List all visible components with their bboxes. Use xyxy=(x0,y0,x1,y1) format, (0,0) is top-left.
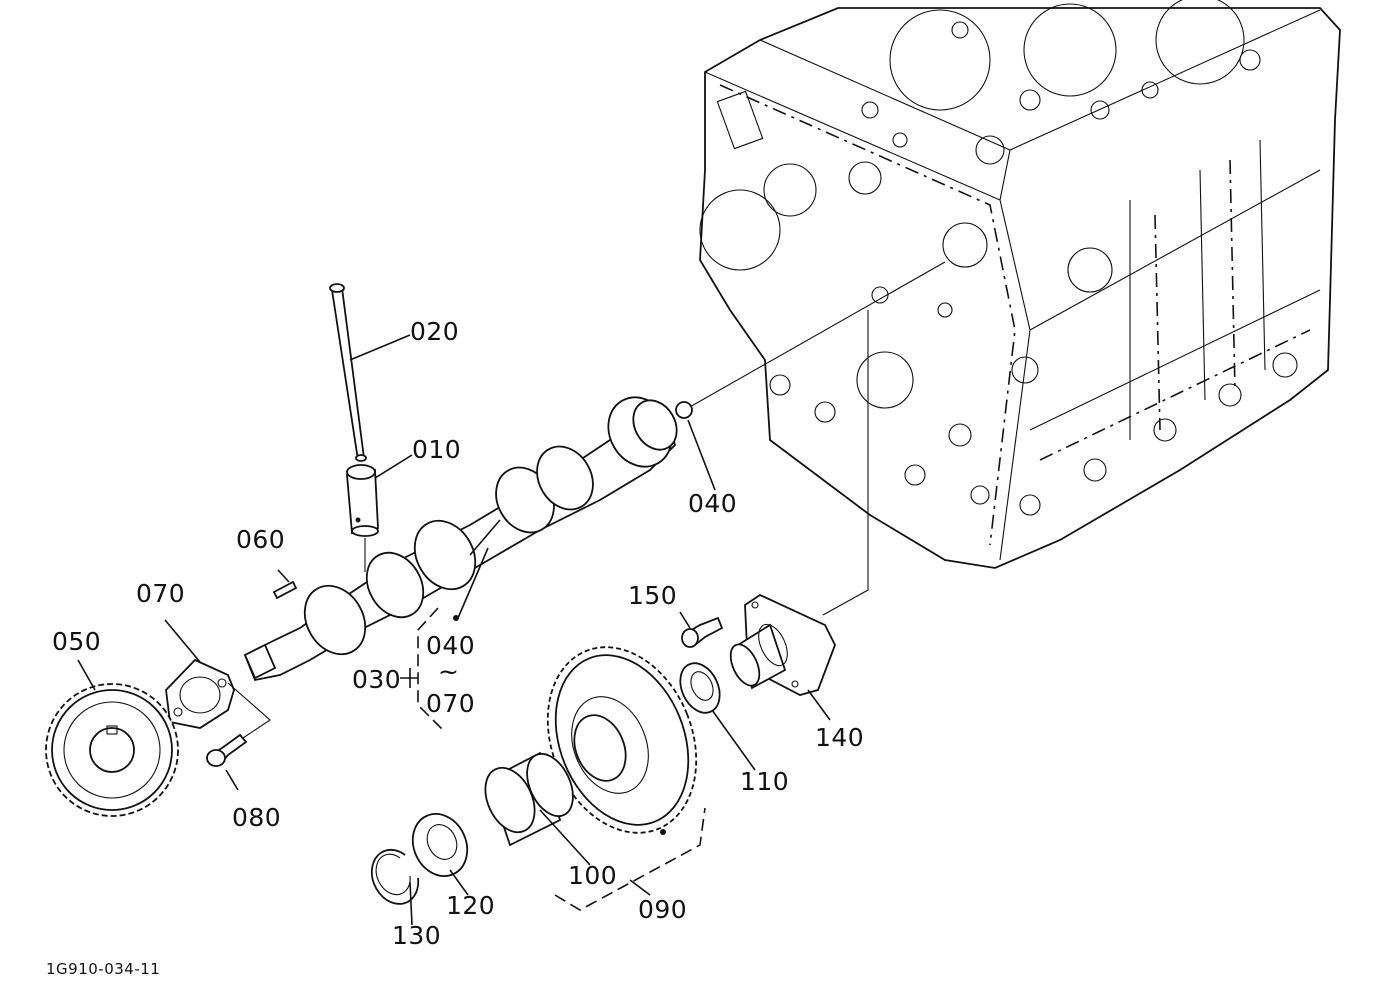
label-120: 120 xyxy=(446,891,495,920)
tappet xyxy=(346,454,413,572)
label-110: 110 xyxy=(740,767,789,796)
label-range-start: 040 xyxy=(426,631,475,660)
idle-gear xyxy=(546,646,706,911)
camshaft xyxy=(243,396,678,682)
thrust-plate xyxy=(164,619,271,741)
label-010: 010 xyxy=(412,435,461,464)
steel-ball xyxy=(675,401,716,491)
shaft-bolt xyxy=(679,611,724,648)
label-080: 080 xyxy=(232,803,281,832)
drawing-code: 1G910-034-11 xyxy=(46,960,160,978)
thrust-collar xyxy=(679,662,756,771)
idle-gear-bushing xyxy=(484,751,591,866)
push-rod xyxy=(329,283,411,462)
label-040: 040 xyxy=(688,489,737,518)
label-090: 090 xyxy=(638,895,687,924)
cam-gear xyxy=(45,659,179,817)
label-range-separator: ~ xyxy=(438,657,459,686)
label-130: 130 xyxy=(392,921,441,950)
idle-gear-shaft xyxy=(729,593,836,721)
label-020: 020 xyxy=(410,317,459,346)
camshaft-assembly-bracket xyxy=(400,607,446,733)
engine-block xyxy=(699,0,1341,569)
label-050: 050 xyxy=(52,627,101,656)
circlip xyxy=(370,848,420,926)
label-030: 030 xyxy=(352,665,401,694)
shaft-axis-line xyxy=(687,261,946,409)
label-140: 140 xyxy=(815,723,864,752)
bolt xyxy=(206,733,248,791)
label-060: 060 xyxy=(236,525,285,554)
feather-key xyxy=(272,569,298,600)
label-range-end: 070 xyxy=(426,689,475,718)
label-150: 150 xyxy=(628,581,677,610)
label-070: 070 xyxy=(136,579,185,608)
label-100: 100 xyxy=(568,861,617,890)
washer xyxy=(411,813,469,896)
